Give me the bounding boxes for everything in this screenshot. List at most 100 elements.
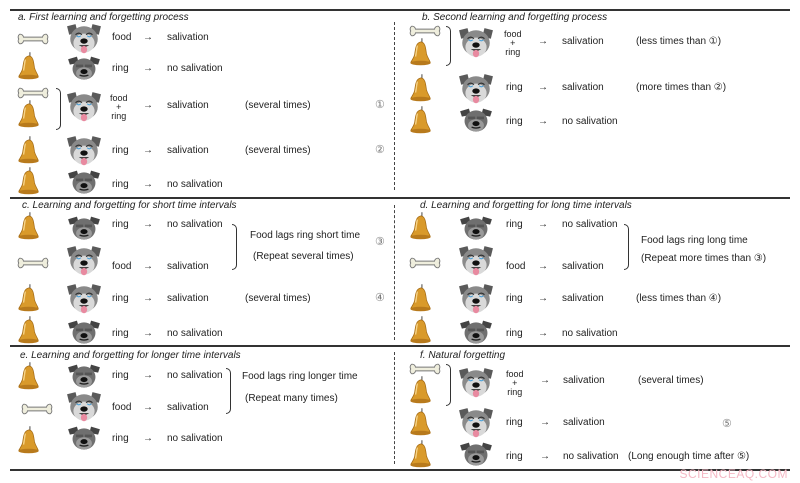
dog-salivating-icon [62, 390, 106, 426]
response-label: salivation [167, 402, 209, 413]
response-label: salivation [562, 293, 604, 304]
grouping-brace [226, 368, 231, 414]
panel-title: d. Learning and forgetting for long time… [420, 200, 632, 211]
panel-title: b. Second learning and forgetting proces… [422, 12, 608, 23]
response-label: salivation [167, 100, 209, 111]
stimulus-label: ring [112, 433, 129, 444]
compound-stimulus: food + ring [110, 94, 128, 121]
response-label: no salivation [167, 179, 223, 190]
arrow: → [538, 219, 548, 230]
dog-salivating-icon [454, 244, 498, 280]
grouping-brace [446, 26, 451, 66]
dog-salivating-icon [62, 244, 106, 280]
dog-neutral-icon [454, 318, 498, 348]
response-label: salivation [167, 293, 209, 304]
panel-title: e. Learning and forgetting for longer ti… [20, 350, 241, 361]
arrow: → [143, 63, 153, 74]
arrow: → [143, 261, 153, 272]
dog-salivating-icon [454, 26, 498, 62]
brace-caption: (Repeat more times than ③) [641, 253, 767, 264]
stimulus-food: food [506, 369, 524, 379]
arrow: → [143, 433, 153, 444]
step-marker-2: ② [375, 144, 385, 156]
bell-icon [18, 212, 40, 240]
grouping-brace [56, 88, 61, 130]
dog-neutral-icon [62, 168, 106, 198]
arrow: → [143, 219, 153, 230]
arrow: → [143, 328, 153, 339]
stimulus-ring: ring [111, 111, 127, 121]
bone-icon [14, 256, 52, 270]
compound-stimulus: food + ring [504, 30, 522, 57]
brace-caption: (Repeat several times) [253, 251, 354, 262]
stimulus-label: ring [112, 179, 129, 190]
arrow: → [143, 32, 153, 43]
stimulus-label: ring [506, 451, 523, 462]
dog-neutral-icon [62, 54, 106, 84]
plus-sign: + [116, 102, 122, 112]
stimulus-label: ring [506, 116, 523, 127]
dog-salivating-icon [454, 366, 498, 402]
dog-neutral-icon [454, 106, 498, 136]
note: (several times) [245, 100, 311, 111]
top-rule [10, 9, 790, 11]
bell-icon [18, 52, 40, 80]
brace-caption: Food lags ring short time [250, 230, 361, 241]
bell-icon [18, 284, 40, 312]
dog-neutral-icon [62, 214, 106, 244]
stimulus-food: food [110, 93, 128, 103]
stimulus-label: ring [506, 219, 523, 230]
arrow: → [143, 293, 153, 304]
response-label: no salivation [167, 219, 223, 230]
arrow: → [540, 375, 550, 386]
plus-sign: + [510, 38, 516, 48]
response-label: salivation [167, 261, 209, 272]
arrow: → [540, 451, 550, 462]
response-label: no salivation [167, 433, 223, 444]
step-marker-4: ④ [375, 292, 385, 304]
column-divider [394, 352, 395, 464]
dog-neutral-icon [454, 214, 498, 244]
bone-icon [14, 86, 52, 100]
bottom-rule [10, 469, 790, 471]
response-label: salivation [167, 145, 209, 156]
arrow: → [538, 261, 548, 272]
divider-rule-2 [10, 345, 790, 347]
arrow: → [538, 36, 548, 47]
stimulus-label: ring [112, 63, 129, 74]
note: (Long enough time after ⑤) [628, 451, 750, 462]
stimulus-label: food [506, 261, 526, 272]
dog-salivating-icon [62, 134, 106, 170]
response-label: salivation [562, 36, 604, 47]
stimulus-label: ring [112, 370, 129, 381]
stimulus-label: ring [506, 328, 523, 339]
compound-stimulus: food + ring [506, 370, 524, 397]
bone-icon [406, 24, 444, 38]
stimulus-label: ring [506, 82, 523, 93]
dog-salivating-icon [62, 282, 106, 318]
response-label: salivation [562, 82, 604, 93]
dog-neutral-icon [62, 424, 106, 454]
response-label: salivation [562, 261, 604, 272]
note: (less times than ①) [636, 36, 722, 47]
step-marker-1: ① [375, 99, 385, 111]
bone-icon [18, 402, 56, 416]
arrow: → [143, 402, 153, 413]
dog-neutral-icon [62, 362, 106, 392]
arrow: → [538, 328, 548, 339]
arrow: → [143, 179, 153, 190]
response-label: salivation [563, 417, 605, 428]
bell-icon [18, 426, 40, 454]
bell-icon [410, 376, 432, 404]
bell-icon [410, 38, 432, 66]
bell-icon [18, 136, 40, 164]
note: (more times than ②) [636, 82, 727, 93]
bell-icon [410, 408, 432, 436]
panel-title: f. Natural forgetting [420, 350, 506, 361]
grouping-brace [232, 224, 237, 270]
column-divider [394, 22, 395, 190]
dog-salivating-icon [62, 22, 106, 58]
stimulus-label: food [112, 402, 132, 413]
grouping-brace [624, 224, 629, 270]
dog-neutral-icon [454, 440, 498, 470]
